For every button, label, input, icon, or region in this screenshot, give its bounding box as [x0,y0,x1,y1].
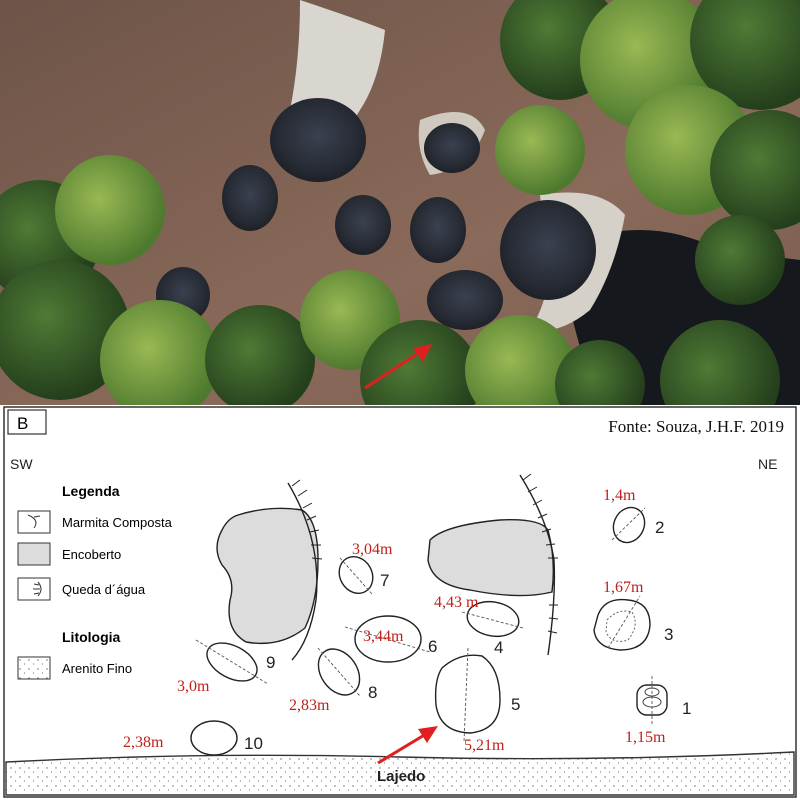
pothole-1 [636,684,668,716]
pothole-number-1: 1 [682,699,691,718]
lithology-title: Litologia [62,629,121,645]
diagram-arrow [377,726,438,765]
pothole-7 [338,556,374,594]
pothole-number-3: 3 [664,625,673,644]
aerial-photo [0,0,800,405]
orientation-sw: SW [10,456,33,472]
diameter-1: 1,15m [625,729,666,746]
diameter-4: 4,43 m [434,594,479,611]
legend: Legenda Marmita Composta Encoberto Queda… [17,483,173,680]
legend-swatch-sandstone [17,656,51,680]
orientation-ne: NE [758,456,777,472]
diameter-labels: 1,4m 1,67m 1,15m 3,04m 3,44m 4,43 m 5,21… [123,487,666,754]
diameter-10: 2,38m [123,734,164,751]
legend-title: Legenda [62,483,120,499]
diameter-7: 3,04m [352,541,393,558]
diameter-2: 1,4m [603,487,636,504]
pothole-number-10: 10 [244,734,263,753]
diameter-6: 3,44m [363,628,404,645]
legend-item-covered: Encoberto [62,547,121,562]
pothole-number-5: 5 [511,695,520,714]
pothole-pools [156,98,596,330]
pothole-number-2: 2 [655,518,664,537]
pothole-numbers: 2 3 1 7 6 4 5 9 8 10 [244,518,691,753]
diameter-9: 3,0m [177,678,210,695]
outcrop-label: Lajedo [377,768,425,785]
covered-area-right [427,473,559,656]
compound-pothole-icon [27,514,41,529]
diagram-frame [3,406,797,798]
diameter-3: 1,67m [603,579,644,596]
panel-label-box [7,409,47,435]
pothole-number-9: 9 [266,653,275,672]
diameter-8: 2,83m [289,697,330,714]
legend-item-waterfall: Queda d´água [62,582,146,597]
diagram-canvas: B Fonte: Souza, J.H.F. 2019 SW NE Legend… [3,406,797,798]
pothole-number-7: 7 [380,571,389,590]
vegetation [0,0,800,405]
pothole-number-8: 8 [368,683,377,702]
source-credit: Fonte: Souza, J.H.F. 2019 [608,417,784,436]
legend-item-compound: Marmita Composta [62,515,173,530]
pothole-5 [434,654,501,734]
pothole-6 [354,615,422,663]
panel-label: B [17,414,28,433]
diameter-5: 5,21m [464,737,505,754]
lithology-item-sandstone: Arenito Fino [62,661,132,676]
pothole-2 [612,506,646,544]
legend-swatch-covered [17,542,51,566]
waterfall-icon [33,581,42,597]
pothole-outlines [190,506,668,756]
waterfall-right [519,474,556,656]
covered-area-left [216,479,323,661]
pothole-4 [466,600,520,638]
waterfall-left [287,482,318,661]
pothole-diagram: B Fonte: Souza, J.H.F. 2019 SW NE Legend… [0,405,800,800]
pothole-number-6: 6 [428,637,437,656]
aerial-photo-drawing [0,0,800,405]
photo-arrow [364,344,432,390]
pothole-number-4: 4 [494,638,503,657]
legend-swatch-compound [17,510,51,534]
sandstone-outcrop [5,751,795,796]
pothole-10 [190,720,238,756]
